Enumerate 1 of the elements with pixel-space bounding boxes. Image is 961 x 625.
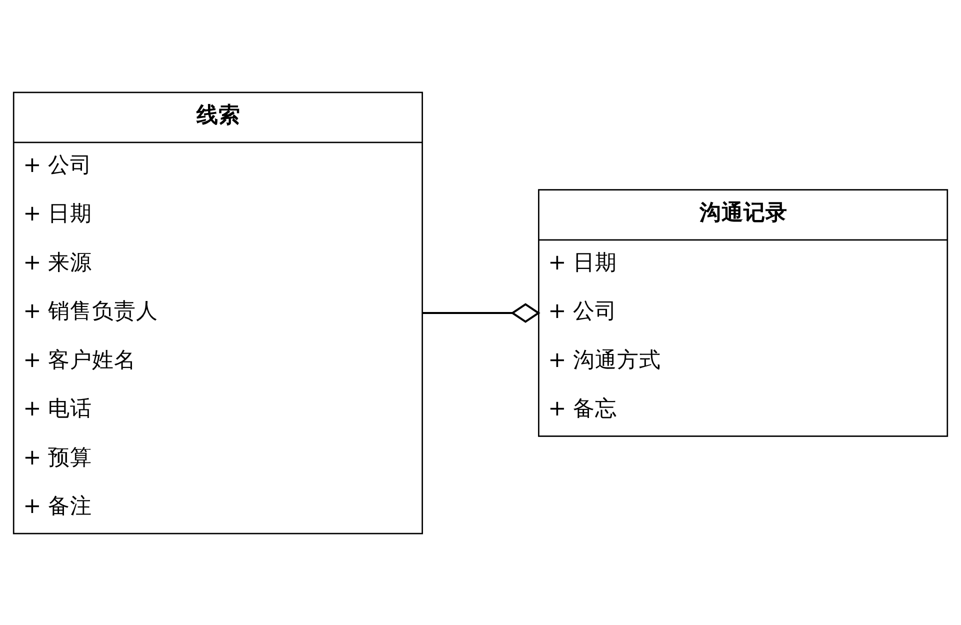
connector (422, 302, 540, 322)
